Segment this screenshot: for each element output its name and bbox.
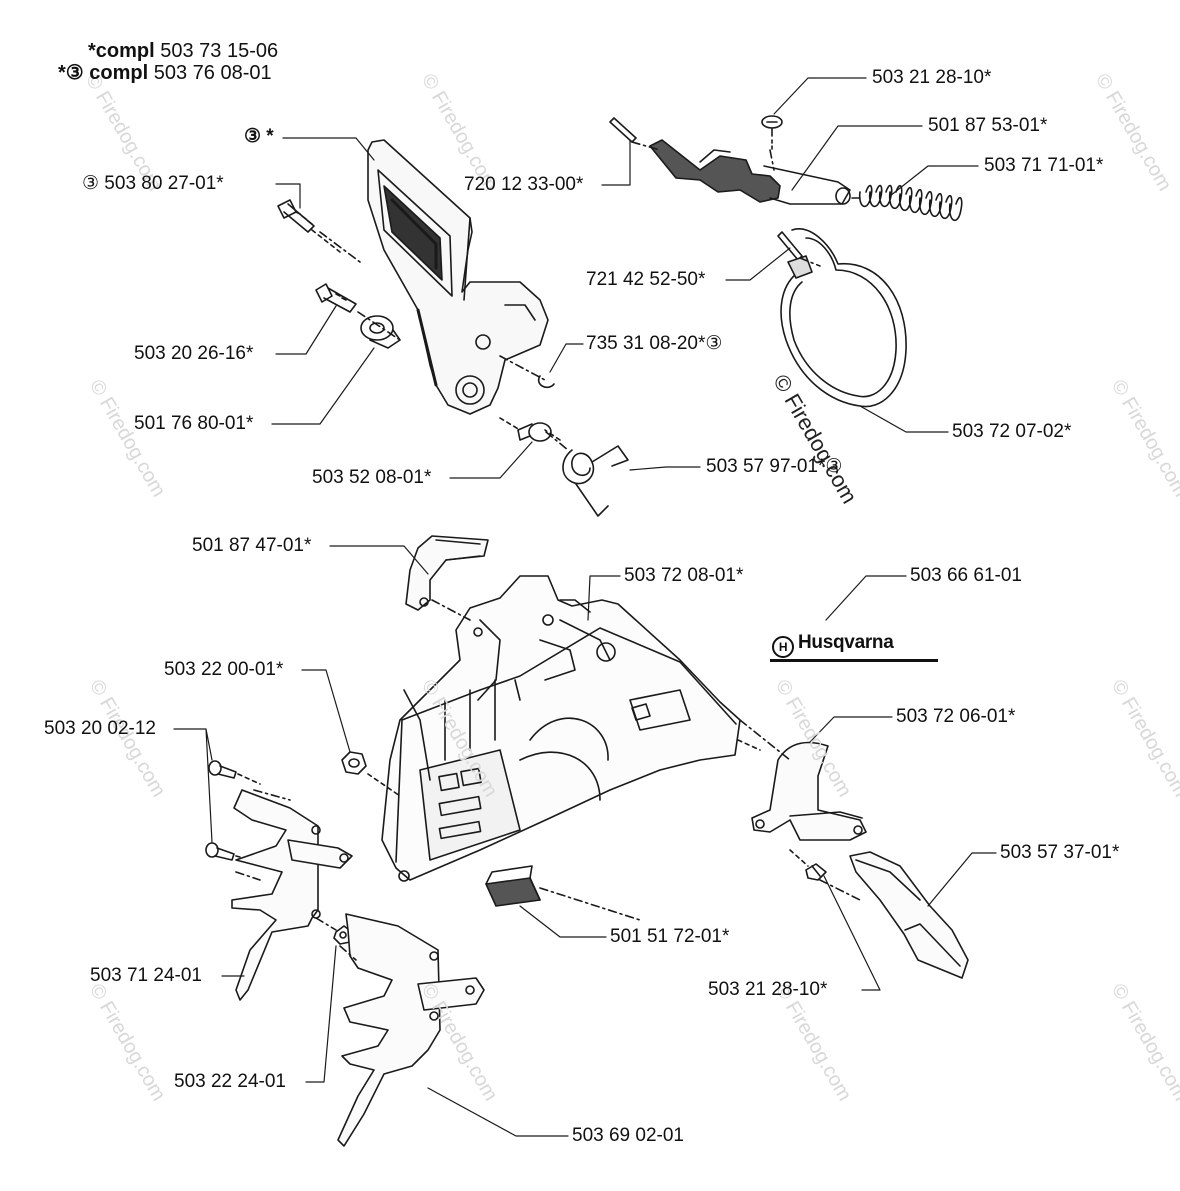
torsion-spring-drawing	[544, 429, 629, 517]
label-503-72-07-02: 503 72 07-02*	[952, 421, 1072, 442]
washer-501-76-80-01-drawing	[360, 315, 401, 349]
screw-503-20-26-16-drawing	[315, 283, 357, 313]
label-501-87-53-01: 501 87 53-01*	[928, 115, 1048, 136]
label-503-57-37-01: 503 57 37-01*	[1000, 842, 1120, 863]
label-721-42-52-50: 721 42 52-50*	[586, 269, 706, 290]
brake-band-drawing	[780, 228, 907, 408]
label-501-87-47-01: 501 87 47-01*	[192, 535, 312, 556]
label-503-72-08-01: 503 72 08-01*	[624, 565, 744, 586]
brand-name: Husqvarna	[798, 632, 894, 653]
kit-line-2-part: 503 76 08-01	[153, 62, 272, 84]
label-720-12-33-00: 720 12 33-00*	[464, 174, 584, 195]
label-503-57-97-01: 503 57 97-01*③	[706, 456, 843, 477]
label-503-22-24-01: 503 22 24-01	[174, 1071, 286, 1092]
label-503-21-28-10-top: 503 21 28-10*	[872, 67, 992, 88]
label-503-21-28-10-bottom: 503 21 28-10*	[708, 979, 828, 1000]
label-501-76-80-01: 501 76 80-01*	[134, 413, 254, 434]
alignment-lines	[235, 141, 865, 961]
chain-brake-handle-drawing	[367, 139, 549, 415]
bumper-spike-inner-drawing	[231, 789, 353, 1001]
decal-underline	[770, 659, 938, 662]
label-503-22-00-01: 503 22 00-01*	[164, 659, 284, 680]
kit-line-2-marker: *③ compl	[58, 62, 149, 84]
kit-line-2: *③ compl 503 76 08-01	[58, 62, 272, 84]
rubber-pad-drawing	[485, 865, 541, 907]
cover-plate-drawing	[849, 851, 969, 979]
screw-top-503-21-28-10-drawing	[761, 115, 783, 151]
label-503-69-02-01: 503 69 02-01	[572, 1125, 684, 1146]
clutch-cover-drawing	[381, 575, 741, 882]
label-503-20-26-16: 503 20 26-16*	[134, 343, 254, 364]
label-503-66-61-01: 503 66 61-01	[910, 565, 1022, 586]
bumper-spike-outer-drawing	[337, 913, 485, 1147]
brake-lever-drawing	[649, 139, 851, 205]
label-503-52-08-01: 503 52 08-01*	[312, 467, 432, 488]
chain-catcher-drawing	[737, 739, 867, 841]
clip-501-87-47-01-drawing	[405, 535, 489, 611]
kit-line-1-marker: *compl	[88, 40, 155, 62]
pin-721-42-52-50-drawing	[777, 231, 803, 261]
label-735-31-08-20: 735 31 08-20*③	[586, 333, 723, 354]
coil-spring-drawing	[858, 184, 963, 222]
label-503-20-02-12: 503 20 02-12	[44, 718, 156, 739]
husqvarna-logo-icon: H	[772, 636, 794, 658]
kit-line-1-part: 503 73 15-06	[160, 40, 279, 62]
kit-line-1: *compl 503 73 15-06	[88, 40, 278, 62]
label-kit-3: ③ *	[244, 126, 274, 147]
bushing-503-52-08-01-drawing	[499, 417, 552, 442]
label-503-71-71-01: 503 71 71-01*	[984, 155, 1104, 176]
screw-bottom-503-21-28-10-drawing	[789, 849, 827, 881]
screw-503-80-27-01-drawing	[277, 199, 341, 253]
leader-lines	[173, 77, 997, 1137]
label-503-71-24-01: 503 71 24-01	[90, 965, 202, 986]
pin-720-12-33-00-drawing	[609, 117, 637, 143]
label-503-80-27-01: ③ 503 80 27-01*	[82, 173, 224, 194]
label-503-72-06-01: 503 72 06-01*	[896, 706, 1016, 727]
label-501-51-72-01: 501 51 72-01*	[610, 926, 730, 947]
circlip-735-31-08-20-drawing	[537, 375, 555, 389]
